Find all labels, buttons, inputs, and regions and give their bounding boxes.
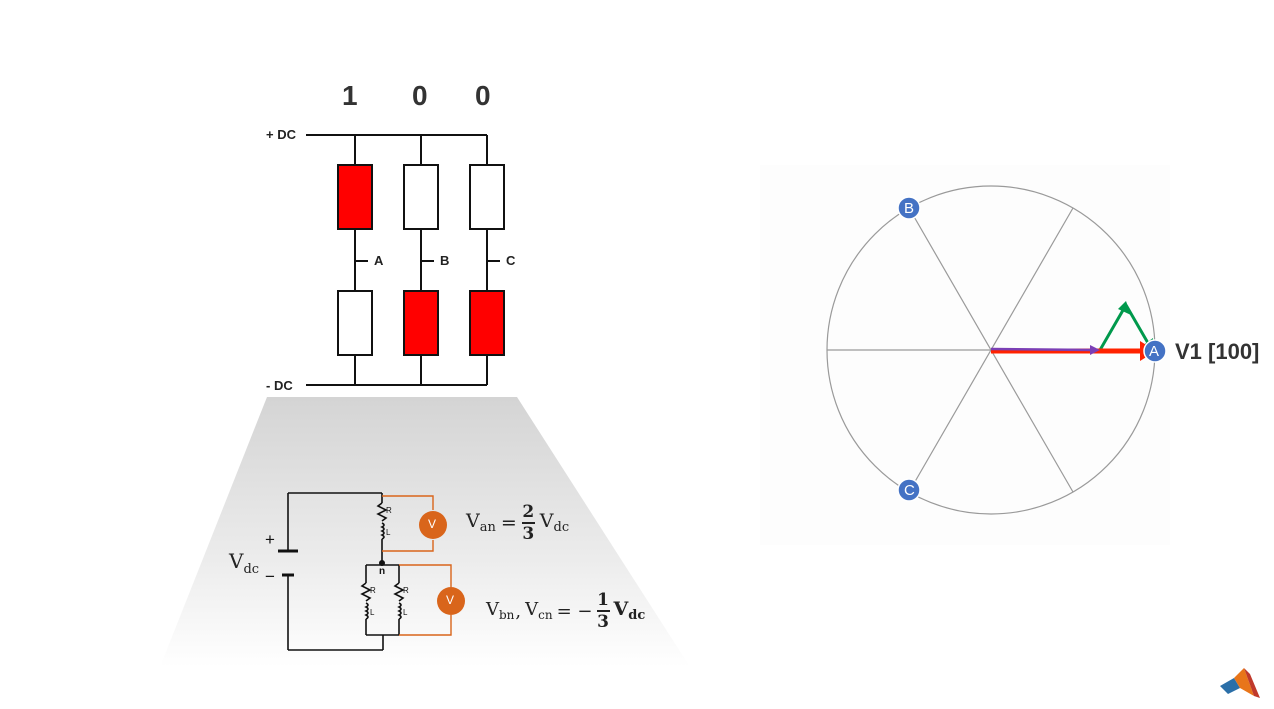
equation-van-lhs-sub: an (479, 520, 496, 536)
inductor-label-b: L (370, 608, 375, 617)
marker-c-label: C (904, 482, 915, 499)
inverter-schematic (306, 134, 505, 386)
resistor-label-a: R (386, 506, 392, 515)
marker-b (897, 196, 921, 220)
marker-a-label: A (1149, 343, 1160, 360)
resistor-label-b: R (370, 586, 376, 595)
equation-vcn-lhs-main: V (525, 599, 539, 621)
equation-vbn-fraction-bar (596, 610, 610, 612)
equation-vbn-equals: = − (556, 600, 593, 622)
source-label: Vdc (229, 549, 259, 577)
equation-vbn-num: 1 (597, 590, 609, 611)
marker-b-label: B (904, 200, 915, 217)
equation-vbn-rhs-sub: dc (628, 608, 646, 624)
matlab-membrane-icon (1220, 668, 1260, 698)
dc-negative-label: - DC (266, 378, 293, 393)
equation-van-fraction: 2 3 (521, 502, 535, 544)
phase-b-arrowhead (1118, 301, 1131, 315)
inductor-label-c: L (403, 608, 408, 617)
minus-sign: − (265, 567, 275, 586)
source-label-sub: dc (243, 562, 260, 577)
equation-vbn-rhs-main: V (613, 598, 629, 621)
equation-van-num: 2 (522, 502, 535, 523)
voltmeter-an-icon (419, 511, 447, 539)
equation-van-fraction-bar (521, 522, 535, 524)
switch-lower-a (337, 290, 373, 356)
equation-van-rhs: Vdc (540, 510, 569, 535)
voltmeter-bn-label: V (446, 593, 455, 607)
equation-vcn-lhs-sub: cn (538, 608, 553, 623)
inductor-label-a: L (386, 528, 391, 537)
equation-vbn-vcn: Vbn , Vcn = − 1 3 Vdc (486, 585, 645, 637)
phase-label-b: B (440, 253, 450, 268)
switch-lower-b (403, 290, 439, 356)
switch-state-a: 1 (342, 80, 358, 111)
space-vector-diagram (760, 165, 1170, 545)
marker-a (1143, 339, 1167, 363)
resistor-label-c: R (403, 586, 409, 595)
equation-vbn-rhs: Vdc (614, 598, 646, 623)
equation-van-den: 3 (522, 523, 535, 544)
plus-sign: + (265, 530, 275, 549)
dc-positive-label: + DC (266, 127, 296, 142)
equation-vbn-lhs-main: V (486, 599, 499, 621)
equivalent-circuit (278, 492, 465, 651)
equation-vbn-lhs: Vbn (486, 599, 514, 622)
neutral-label: n (379, 566, 386, 577)
equation-vbn-fraction: 1 3 (596, 590, 610, 632)
equation-van-rhs-main: V (539, 510, 554, 533)
switch-upper-a (337, 164, 373, 230)
switch-upper-c (469, 164, 505, 230)
equation-van-lhs: Van (466, 510, 496, 535)
voltmeter-an-label: V (428, 517, 437, 531)
voltmeter-bn-icon (437, 587, 465, 615)
switch-state-b: 0 (412, 80, 428, 111)
switch-state-c: 0 (475, 80, 491, 111)
equation-vbn-den: 3 (597, 611, 609, 632)
phase-a-arrowhead (1090, 345, 1100, 355)
switch-upper-b (403, 164, 439, 230)
equation-van-lhs-main: V (466, 510, 480, 533)
equation-van-equals: = (500, 512, 517, 534)
phase-a-vector (990, 347, 1095, 352)
equation-vcn-lhs: Vcn (525, 599, 552, 622)
phase-label-c: C (506, 253, 516, 268)
marker-c (897, 478, 921, 502)
phase-label-a: A (374, 253, 384, 268)
equation-vbn-lhs-sub: bn (499, 608, 515, 623)
equation-van: Van = 2 3 Vdc (466, 497, 569, 549)
equation-van-rhs-sub: dc (553, 520, 570, 536)
equation-vbn-sep: , (515, 600, 522, 622)
vector-label: V1 [100] (1175, 339, 1260, 364)
source-label-main: V (229, 549, 244, 573)
switch-lower-c (469, 290, 505, 356)
